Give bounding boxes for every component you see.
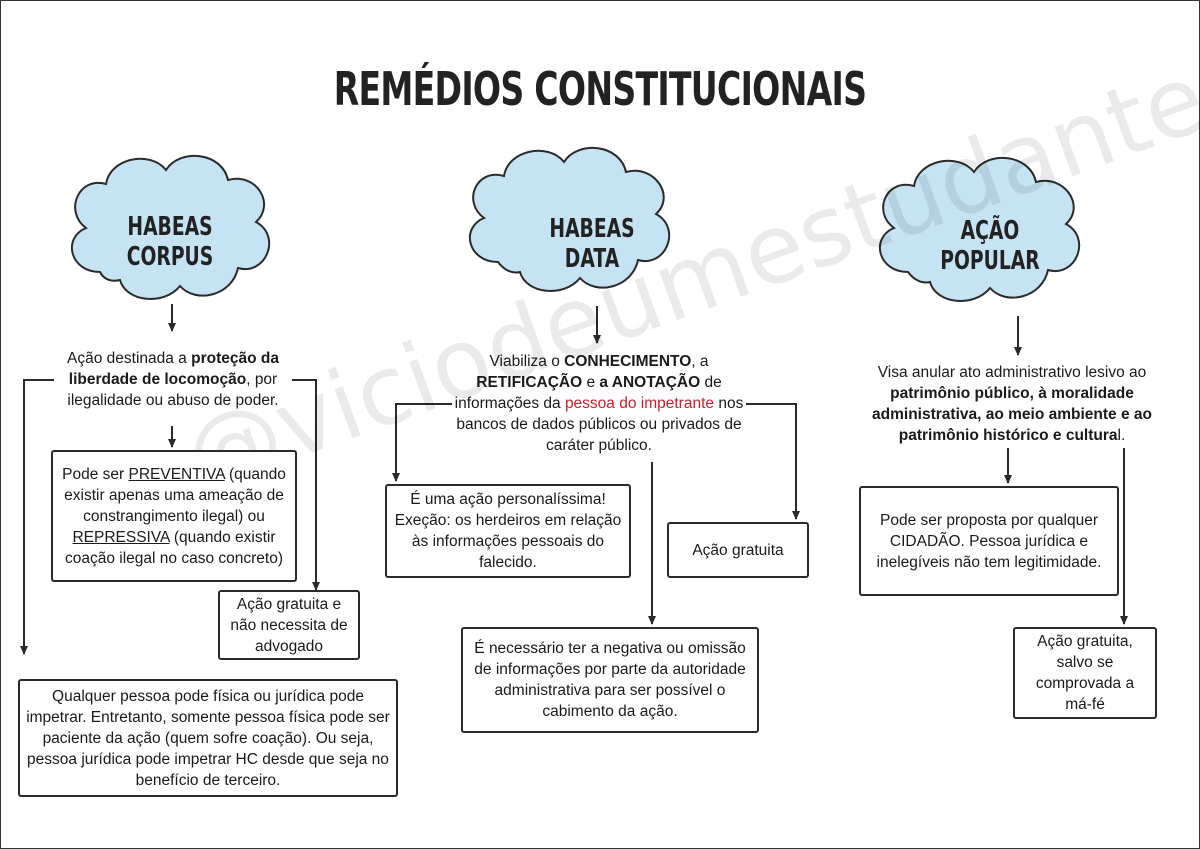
habeas-data-description: Viabiliza o CONHECIMENTO, a RETIFICAÇÃO …: [454, 353, 744, 454]
habeas-corpus-gratuita-box: Ação gratuita e não necessita de advogad…: [218, 590, 360, 660]
acao-popular-gratuita-box: Ação gratuita, salvo se comprovada a má-…: [1013, 627, 1157, 719]
acao-popular-label: AÇÃO POPULAR: [940, 216, 1040, 276]
edge-hd-desc-gratuita: [746, 403, 800, 520]
habeas-corpus-legitimidade-box: Qualquer pessoa pode física ou jurídica …: [18, 679, 398, 797]
acao-popular-description: Visa anular ato administrativo lesivo ao…: [872, 364, 1152, 444]
habeas-data-label: HABEAS DATA: [549, 214, 635, 274]
habeas-corpus-description: Ação destinada a proteção da liberdade d…: [67, 350, 279, 409]
habeas-data-personalissima-box: É uma ação personalíssima! Exeção: os he…: [385, 484, 631, 578]
habeas-data-gratuita-box: Ação gratuita: [667, 522, 809, 578]
page-title: REMÉDIOS CONSTITUCIONAIS: [333, 62, 867, 116]
habeas-corpus-tipos-box: Pode ser PREVENTIVA (quando existir apen…: [51, 450, 297, 582]
cloud-habeas-corpus: [70, 154, 271, 300]
acao-popular-proposta-box: Pode ser proposta por qualquer CIDADÃO. …: [859, 486, 1119, 596]
edge-hd-desc-personalissima: [392, 403, 452, 482]
cloud-acao-popular: [878, 156, 1081, 302]
habeas-data-negativa-box: É necessário ter a negativa ou omissão d…: [461, 627, 759, 733]
cloud-habeas-data: [468, 146, 671, 292]
habeas-corpus-label: HABEAS CORPUS: [126, 212, 214, 272]
edge-hc-desc-legitimidade: [20, 379, 54, 655]
edge-hc-desc-gratuita: [292, 379, 320, 591]
